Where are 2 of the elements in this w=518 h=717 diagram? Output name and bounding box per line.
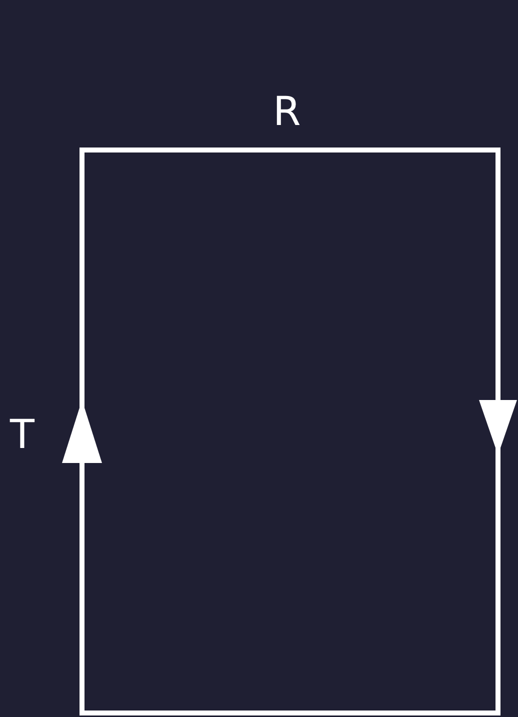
side-label: R [273,92,301,132]
side-label: T [10,415,34,455]
